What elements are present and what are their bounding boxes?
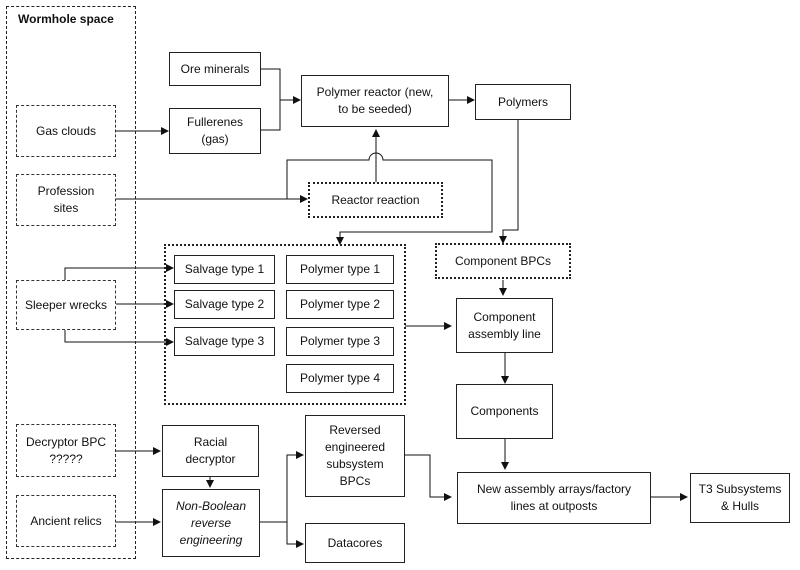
wormhole-space-title: Wormhole space: [18, 12, 114, 26]
node-polymer-type-2: Polymer type 2: [286, 290, 394, 319]
node-fullerenes: Fullerenes (gas): [169, 108, 261, 154]
connector-polymers-to-bpcs: [499, 120, 519, 244]
node-polymers: Polymers: [475, 84, 571, 120]
connector-sleeper-to-salvage3: [64, 330, 174, 346]
node-reversed-engineered-bpcs: Reversed engineered subsystem BPCs: [305, 415, 405, 497]
materials-group: [164, 244, 406, 405]
node-polymer-reactor: Polymer reactor (new, to be seeded): [301, 75, 449, 127]
connector-nonboolean-to-datacores: [286, 522, 304, 548]
node-gas-clouds: Gas clouds: [16, 105, 116, 157]
node-ore-minerals: Ore minerals: [169, 52, 261, 86]
connector-fullerenes-to-reactor: [260, 100, 281, 131]
node-salvage-type-3: Salvage type 3: [174, 327, 275, 356]
wormhole-space-container: [6, 6, 136, 559]
node-new-assembly-arrays: New assembly arrays/factory lines at out…: [457, 472, 651, 524]
connector-reaction-feedback: [286, 152, 493, 245]
node-polymer-type-1: Polymer type 1: [286, 255, 394, 284]
node-sleeper-wrecks: Sleeper wrecks: [16, 280, 116, 330]
node-salvage-type-2: Salvage type 2: [174, 290, 275, 319]
connector-reversed-to-new-assembly: [405, 454, 452, 501]
connector-sleeper-to-salvage1: [64, 264, 174, 282]
connector-nonboolean-to-reversed: [260, 451, 304, 523]
node-polymer-type-3: Polymer type 3: [286, 327, 394, 356]
node-non-boolean-reverse-engineering: Non-Boolean reverse engineering: [162, 489, 260, 557]
node-datacores: Datacores: [305, 523, 405, 563]
node-profession-sites: Profession sites: [16, 174, 116, 226]
node-component-assembly-line: Component assembly line: [456, 298, 553, 353]
node-racial-decryptor: Racial decryptor: [162, 425, 259, 477]
node-ancient-relics: Ancient relics: [16, 495, 116, 547]
node-salvage-type-1: Salvage type 1: [174, 255, 275, 284]
connector-ore-to-reactor: [260, 68, 301, 104]
node-decryptor-bpc: Decryptor BPC ?????: [16, 424, 116, 477]
node-components: Components: [456, 384, 553, 439]
node-polymer-type-4: Polymer type 4: [286, 364, 394, 393]
node-reactor-reaction: Reactor reaction: [308, 182, 443, 218]
node-t3-subsystems-hulls: T3 Subsystems & Hulls: [690, 473, 790, 523]
node-component-bpcs: Component BPCs: [435, 243, 571, 279]
